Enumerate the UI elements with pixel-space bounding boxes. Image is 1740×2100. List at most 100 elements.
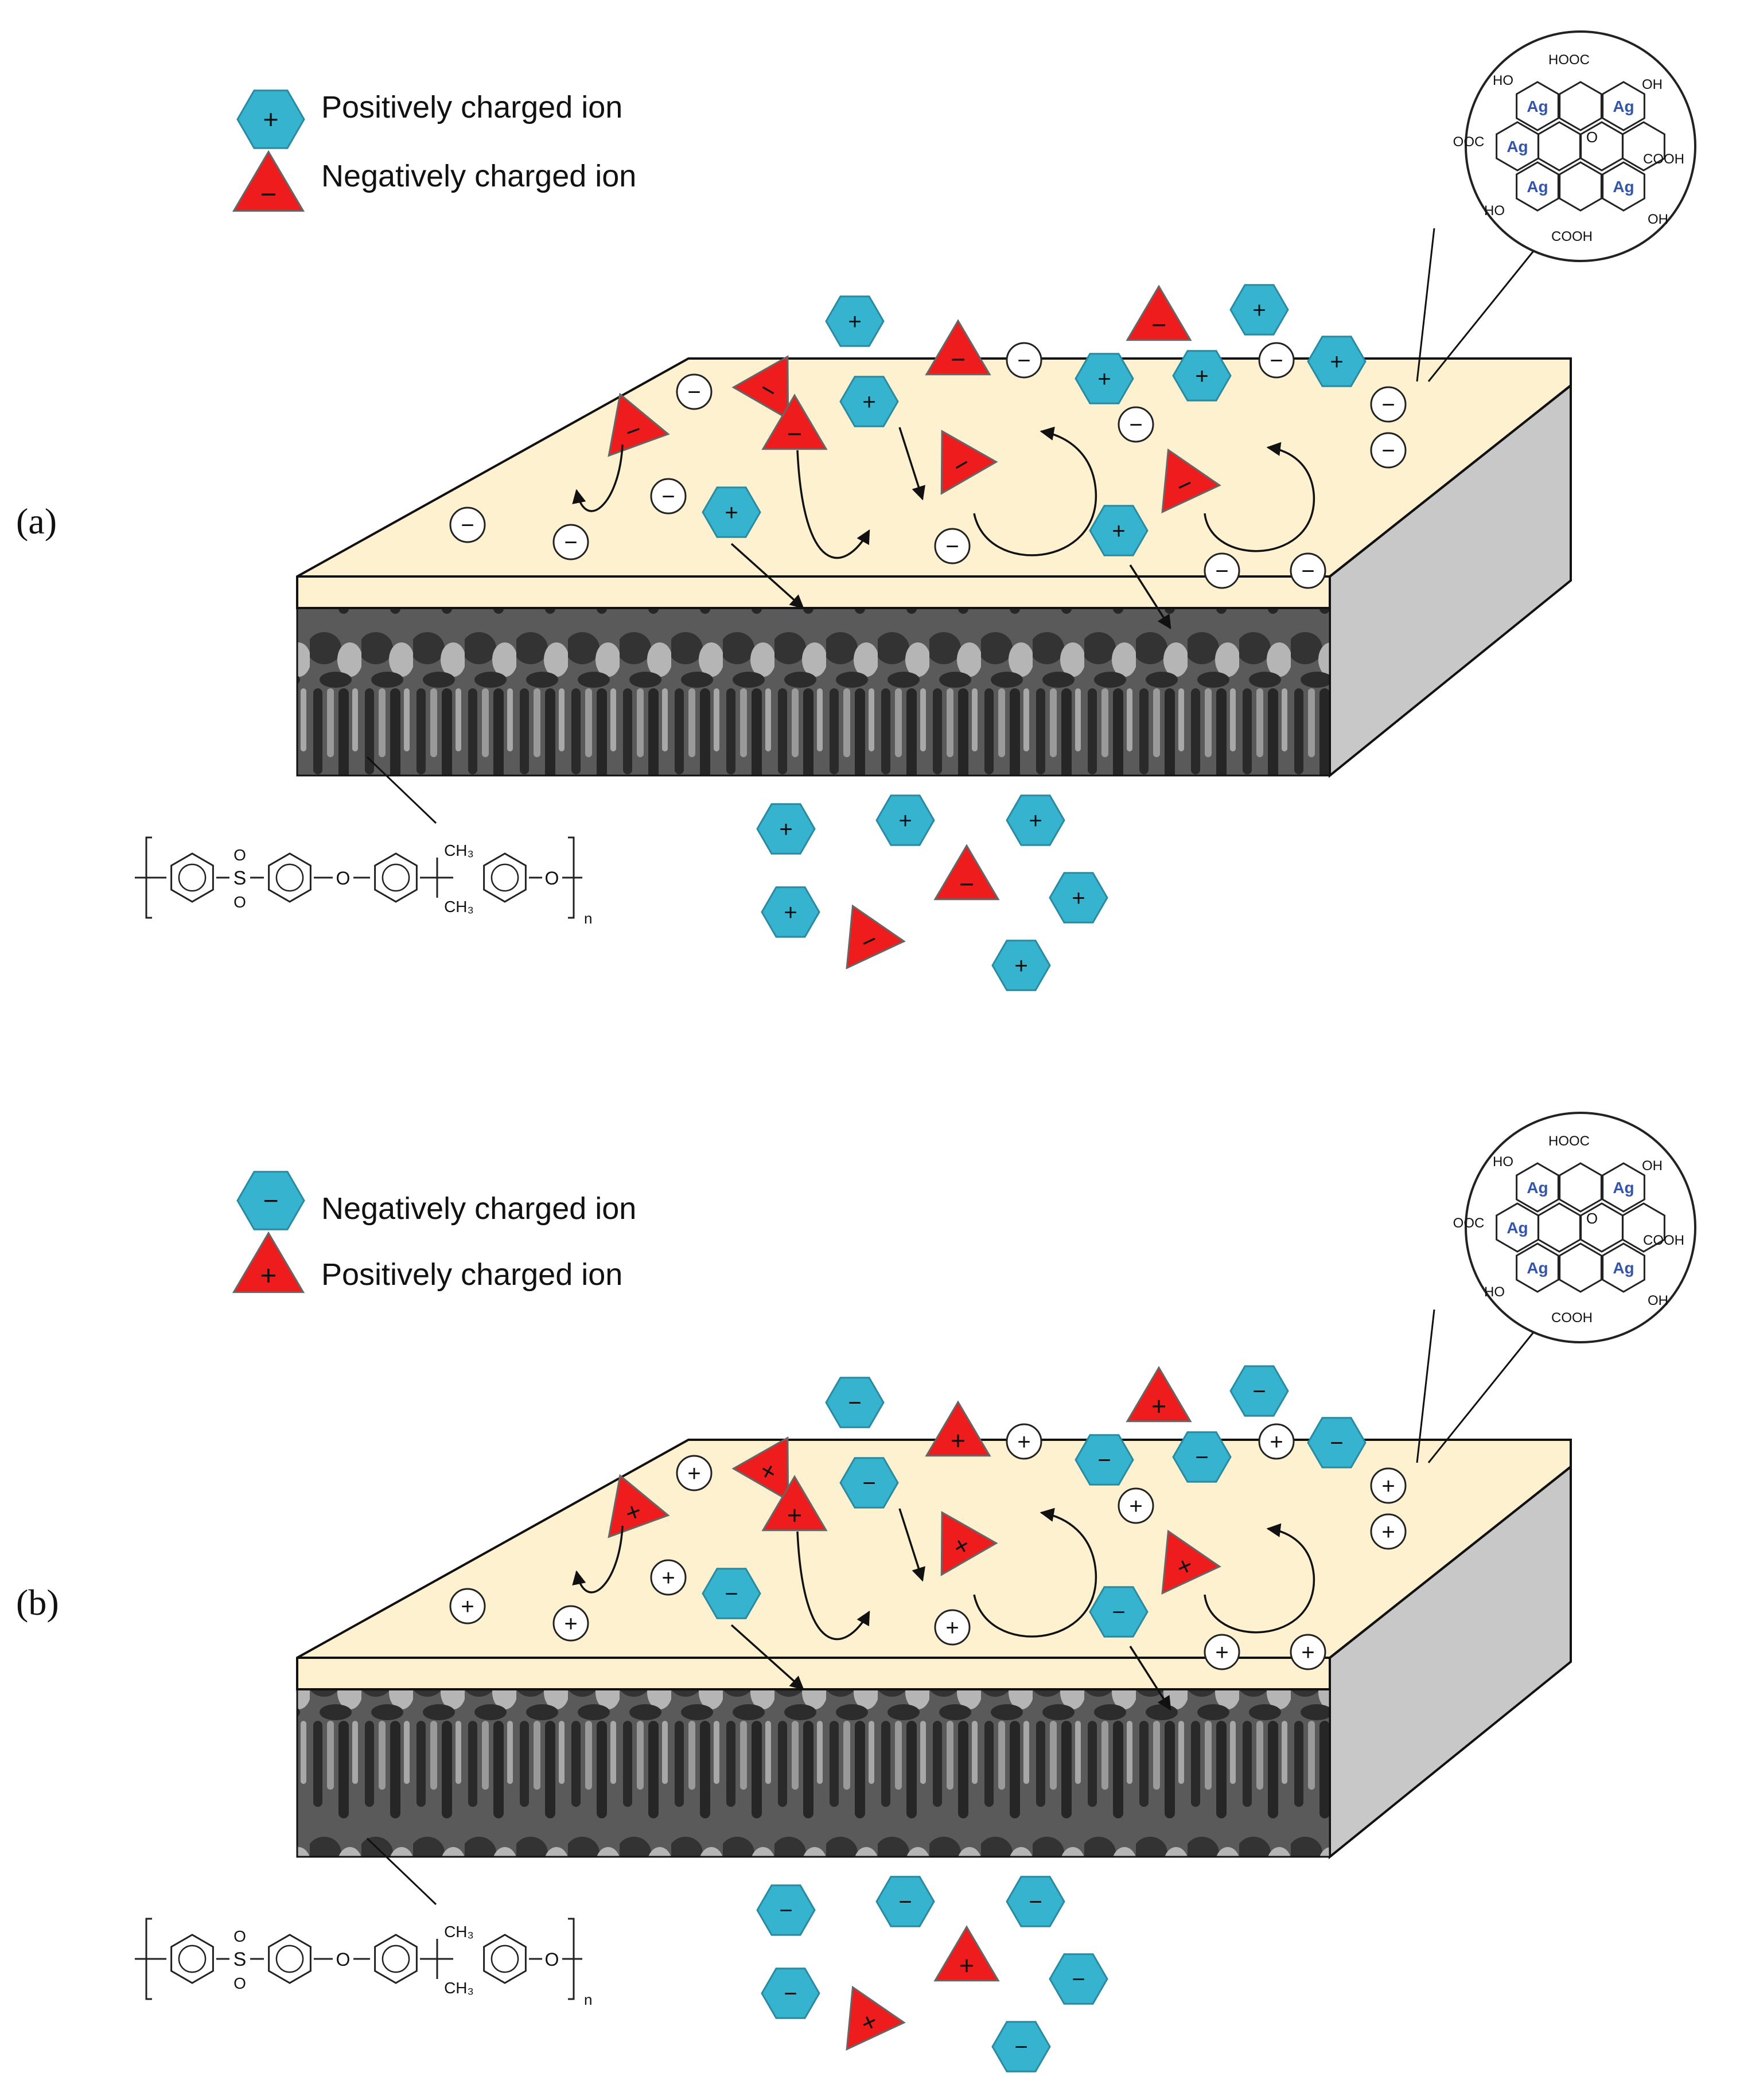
methyl-label: CH₃	[444, 1979, 474, 1997]
sem-support-layer	[296, 1688, 1331, 1858]
hexagon-ion-sign: −	[898, 1889, 912, 1915]
hexagon-ion-sign: +	[848, 309, 861, 334]
hexagon-ion-shape	[1049, 872, 1108, 924]
hexagon-ion: +	[1229, 284, 1289, 336]
triangle-ion-shape	[940, 430, 998, 495]
triangle-ion: −	[761, 393, 828, 450]
silver-atom-label: Ag	[1613, 98, 1634, 115]
hexagon-ion-shape	[1075, 353, 1134, 404]
surface-charge: −	[1370, 432, 1407, 469]
surface-charge-sign: +	[564, 1611, 577, 1637]
functional-group-label: HOOC	[1548, 52, 1590, 68]
surface-charge: +	[1258, 1423, 1295, 1460]
surface-charge: +	[1204, 1634, 1240, 1670]
permeation-arrow	[730, 1624, 804, 1690]
functional-group-label: OOC	[1453, 134, 1485, 150]
rejection-arrow	[796, 450, 870, 559]
functional-group-label: OH	[1642, 1158, 1663, 1174]
hexagon-ion-sign: −	[1252, 1379, 1266, 1404]
hexagon-ion: +	[761, 886, 820, 938]
functional-group-label: OH	[1648, 212, 1668, 227]
silver-atom-label: Ag	[1527, 1179, 1548, 1197]
triangle-ion-sign: −	[959, 870, 974, 899]
permeate-ions: −−−−−−++	[756, 1876, 1108, 2072]
surface-charge-sign: +	[1381, 1474, 1395, 1499]
surface-charge: −	[552, 524, 589, 560]
benzene-ring	[483, 1934, 527, 1984]
sulfonyl-oxygen-label: O	[233, 1927, 246, 1945]
epoxy-oxygen-label: O	[1586, 1210, 1598, 1227]
triangle-ion: +	[846, 1985, 906, 2051]
surface-charge: +	[676, 1455, 713, 1491]
hexagon-ion: +	[825, 295, 885, 347]
surface-charge: +	[1118, 1487, 1154, 1524]
triangle-ion-shape	[925, 1400, 991, 1457]
surface-charge: +	[1290, 1634, 1326, 1670]
surface-charge: −	[1258, 342, 1295, 379]
hexagon-ion: −	[991, 2021, 1051, 2072]
repeat-unit-subscript: n	[584, 910, 592, 927]
surface-charge-circle	[1006, 1423, 1042, 1460]
hexagon-ion-shape	[1089, 505, 1149, 556]
surface-charge-circle	[1370, 1513, 1407, 1550]
triangle-ion: +	[933, 1925, 1000, 1982]
triangle-ion-shape	[933, 1925, 1000, 1982]
triangle-ion-shape	[925, 319, 991, 376]
surface-charge-sign: −	[461, 513, 474, 538]
methyl-label: CH₃	[444, 1923, 474, 1941]
hexagon-ion-sign: +	[1252, 298, 1266, 323]
triangle-ion-shape	[1126, 285, 1192, 341]
hexagon-ion-shape	[991, 2021, 1051, 2072]
functional-group-label: COOH	[1551, 229, 1593, 244]
hexagon-ion: −	[1172, 1431, 1232, 1483]
hexagon-ion-sign: −	[779, 1898, 792, 1923]
surface-charge-sign: −	[687, 380, 700, 405]
surface-charge-sign: +	[945, 1615, 959, 1641]
triangle-ion: +	[940, 1511, 998, 1576]
surface-charge: −	[1370, 386, 1407, 423]
permeation-arrow	[730, 543, 804, 609]
surface-charge-sign: −	[564, 530, 577, 555]
carbon-ring	[1602, 1162, 1645, 1213]
hexagon-ion-sign: −	[1029, 1889, 1042, 1915]
carbon-ring	[1559, 1242, 1602, 1293]
surface-charge-sign: −	[1017, 348, 1030, 373]
functional-group-label: OH	[1648, 1293, 1668, 1308]
surface-charge-circle	[1370, 386, 1407, 423]
sulfur-label: S	[233, 867, 247, 889]
hexagon-ion: +	[1049, 872, 1108, 924]
triangle-ion: −	[933, 844, 1000, 901]
triangle-ion-shape	[933, 844, 1000, 901]
surface-charge: +	[650, 1559, 687, 1596]
triangle-ion: −	[940, 430, 998, 495]
surface-charge-circle	[1370, 1467, 1407, 1504]
surface-charge: −	[1204, 552, 1240, 589]
surface-charge-sign: −	[1270, 348, 1283, 373]
triangle-ion: +	[608, 1474, 670, 1538]
hexagon-ion-sign: −	[1112, 1600, 1125, 1625]
benzene-ring-inner	[382, 1945, 410, 1973]
triangle-ion-shape	[232, 150, 305, 212]
silver-atom-label: Ag	[1507, 138, 1528, 155]
carbon-ring	[1622, 121, 1665, 172]
hexagon-ion-shape	[702, 1568, 761, 1619]
hexagon-ion-shape	[1006, 1876, 1065, 1927]
functional-group-label: HOOC	[1548, 1133, 1590, 1149]
carbon-ring	[1559, 1162, 1602, 1213]
callout-line	[1427, 1309, 1553, 1463]
transport-arrows	[572, 426, 1315, 630]
functional-group-label: HO	[1484, 203, 1505, 219]
hexagon-ion-shape	[1307, 336, 1367, 387]
surface-charge-circle	[1006, 342, 1042, 379]
surface-charge-circle	[1204, 552, 1240, 589]
carbon-ring	[1516, 161, 1559, 212]
triangle-ion-shape	[232, 1231, 305, 1293]
functional-group-label: COOH	[1643, 1233, 1684, 1248]
hexagon-ion-shape	[875, 794, 935, 846]
surface-charge-sign: +	[661, 1565, 675, 1591]
benzene-ring-inner	[382, 863, 410, 892]
carbon-ring	[1602, 161, 1645, 212]
benzene-ring-inner	[178, 863, 207, 892]
